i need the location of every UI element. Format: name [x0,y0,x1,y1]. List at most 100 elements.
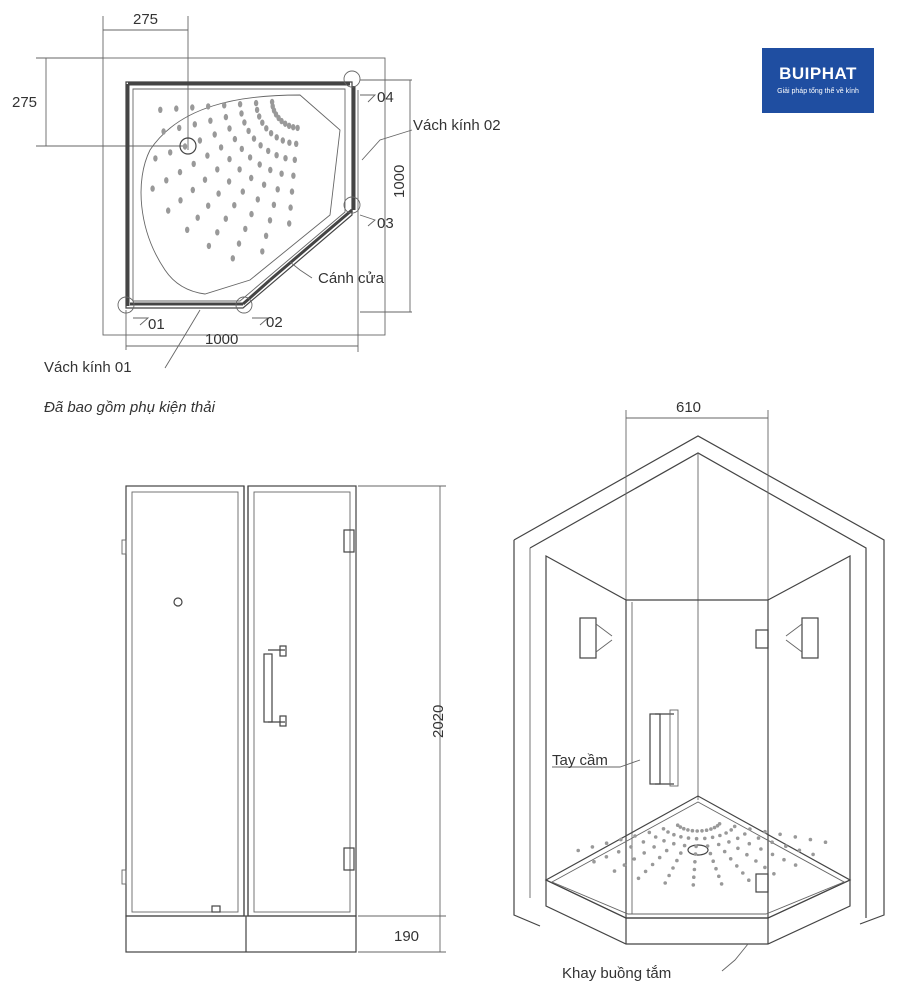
drain-hole [619,837,623,842]
drain-hole [679,851,683,855]
drain-hole [227,155,232,163]
label-03: 03 [377,215,394,232]
buiphat-logo: BUIPHAT Giải pháp tổng thể về kính [762,48,874,113]
drain-hole [604,841,609,845]
drain-hole [772,872,776,876]
drain-hole [770,840,774,844]
drain-hole [287,220,292,227]
drain-hole [254,106,260,114]
drain-hole [230,255,235,262]
drain-hole [279,170,284,177]
drain-hole [616,850,621,854]
drain-hole [289,188,295,195]
drain-hole [592,859,596,864]
drain-hole [793,835,798,839]
drain-hole [227,125,232,132]
drain-hole [164,177,169,184]
drain-hole [642,851,646,855]
drain-hole [797,848,802,853]
drain-hole [612,869,617,873]
drain-hole [226,178,232,185]
drain-hole [727,840,731,844]
label-01: 01 [148,316,165,333]
drain-hole [703,836,707,841]
drain-hole [675,858,679,863]
drain-hole [641,840,646,844]
drain-hole [700,829,704,833]
drain-hole [661,827,666,831]
drain-hole [652,845,656,849]
drain-hole [632,857,637,861]
drain-hole [168,149,173,156]
drain-hole [682,826,686,831]
drain-hole [223,113,229,121]
drain-hole [657,855,662,860]
drain-hole [215,166,220,173]
persp-dim-width: 610 [676,399,701,416]
drain-hole [251,135,257,142]
drain-hole [260,248,265,255]
drain-hole [177,168,183,176]
drain-hole [690,828,695,833]
drain-hole [212,131,217,138]
drain-hole [192,121,197,128]
drain-hole [682,843,687,848]
tray-drain-holes-perspective [576,822,828,887]
drain-hole [715,824,720,828]
drain-hole [177,124,182,132]
drain-hole [782,857,786,862]
logo-tagline: Giải pháp tổng thể về kính [777,88,859,95]
drain-hole [694,844,698,849]
drain-hole [271,201,277,208]
drain-hole [729,828,733,832]
drain-hole [150,185,155,192]
drain-hole [793,863,798,867]
drain-hole [679,835,683,839]
drain-hole [763,865,767,870]
drain-hole [247,154,253,161]
drain-hole [714,866,718,871]
drain-hole [261,181,267,188]
drain-hole [759,847,763,851]
drain-hole [808,837,813,842]
drain-hole [240,188,245,195]
drain-hole [693,860,697,864]
drain-hole [158,106,163,114]
drain-hole [288,204,293,211]
drain-hole [292,156,297,163]
drain-hole [728,857,733,861]
drain-hole [205,152,210,159]
drain-hole [712,825,717,830]
drain-hole [174,105,179,112]
drain-hole [576,848,580,853]
drain-hole [191,160,196,168]
plan-dim-top: 275 [133,11,158,28]
drain-hole [784,844,788,848]
drain-hole [629,845,633,849]
drain-hole [604,855,609,859]
drain-hole [735,864,739,868]
drain-hole [666,830,670,834]
drain-hole [671,866,675,870]
drain-hole [275,186,280,193]
drain-hole [672,832,676,837]
drain-hole [222,102,227,109]
drain-hole [197,137,203,144]
drain-hole [268,130,274,137]
drain-hole [705,844,710,848]
drain-hole [719,882,724,886]
drain-hole [692,867,697,872]
plan-dim-right: 1000 [391,165,408,198]
drain-hole [206,242,212,250]
drain-hole [195,214,200,221]
drain-hole [274,152,279,159]
drain-hole [258,142,263,149]
label-vach-kinh-02: Vách kính 02 [413,117,501,134]
drain-hole [237,101,243,108]
drain-hole [590,845,595,849]
drain-hole [232,135,238,143]
front-dim-base: 190 [394,928,419,945]
front-view [121,485,446,953]
label-04: 04 [377,89,394,106]
drain-hole [232,202,237,209]
